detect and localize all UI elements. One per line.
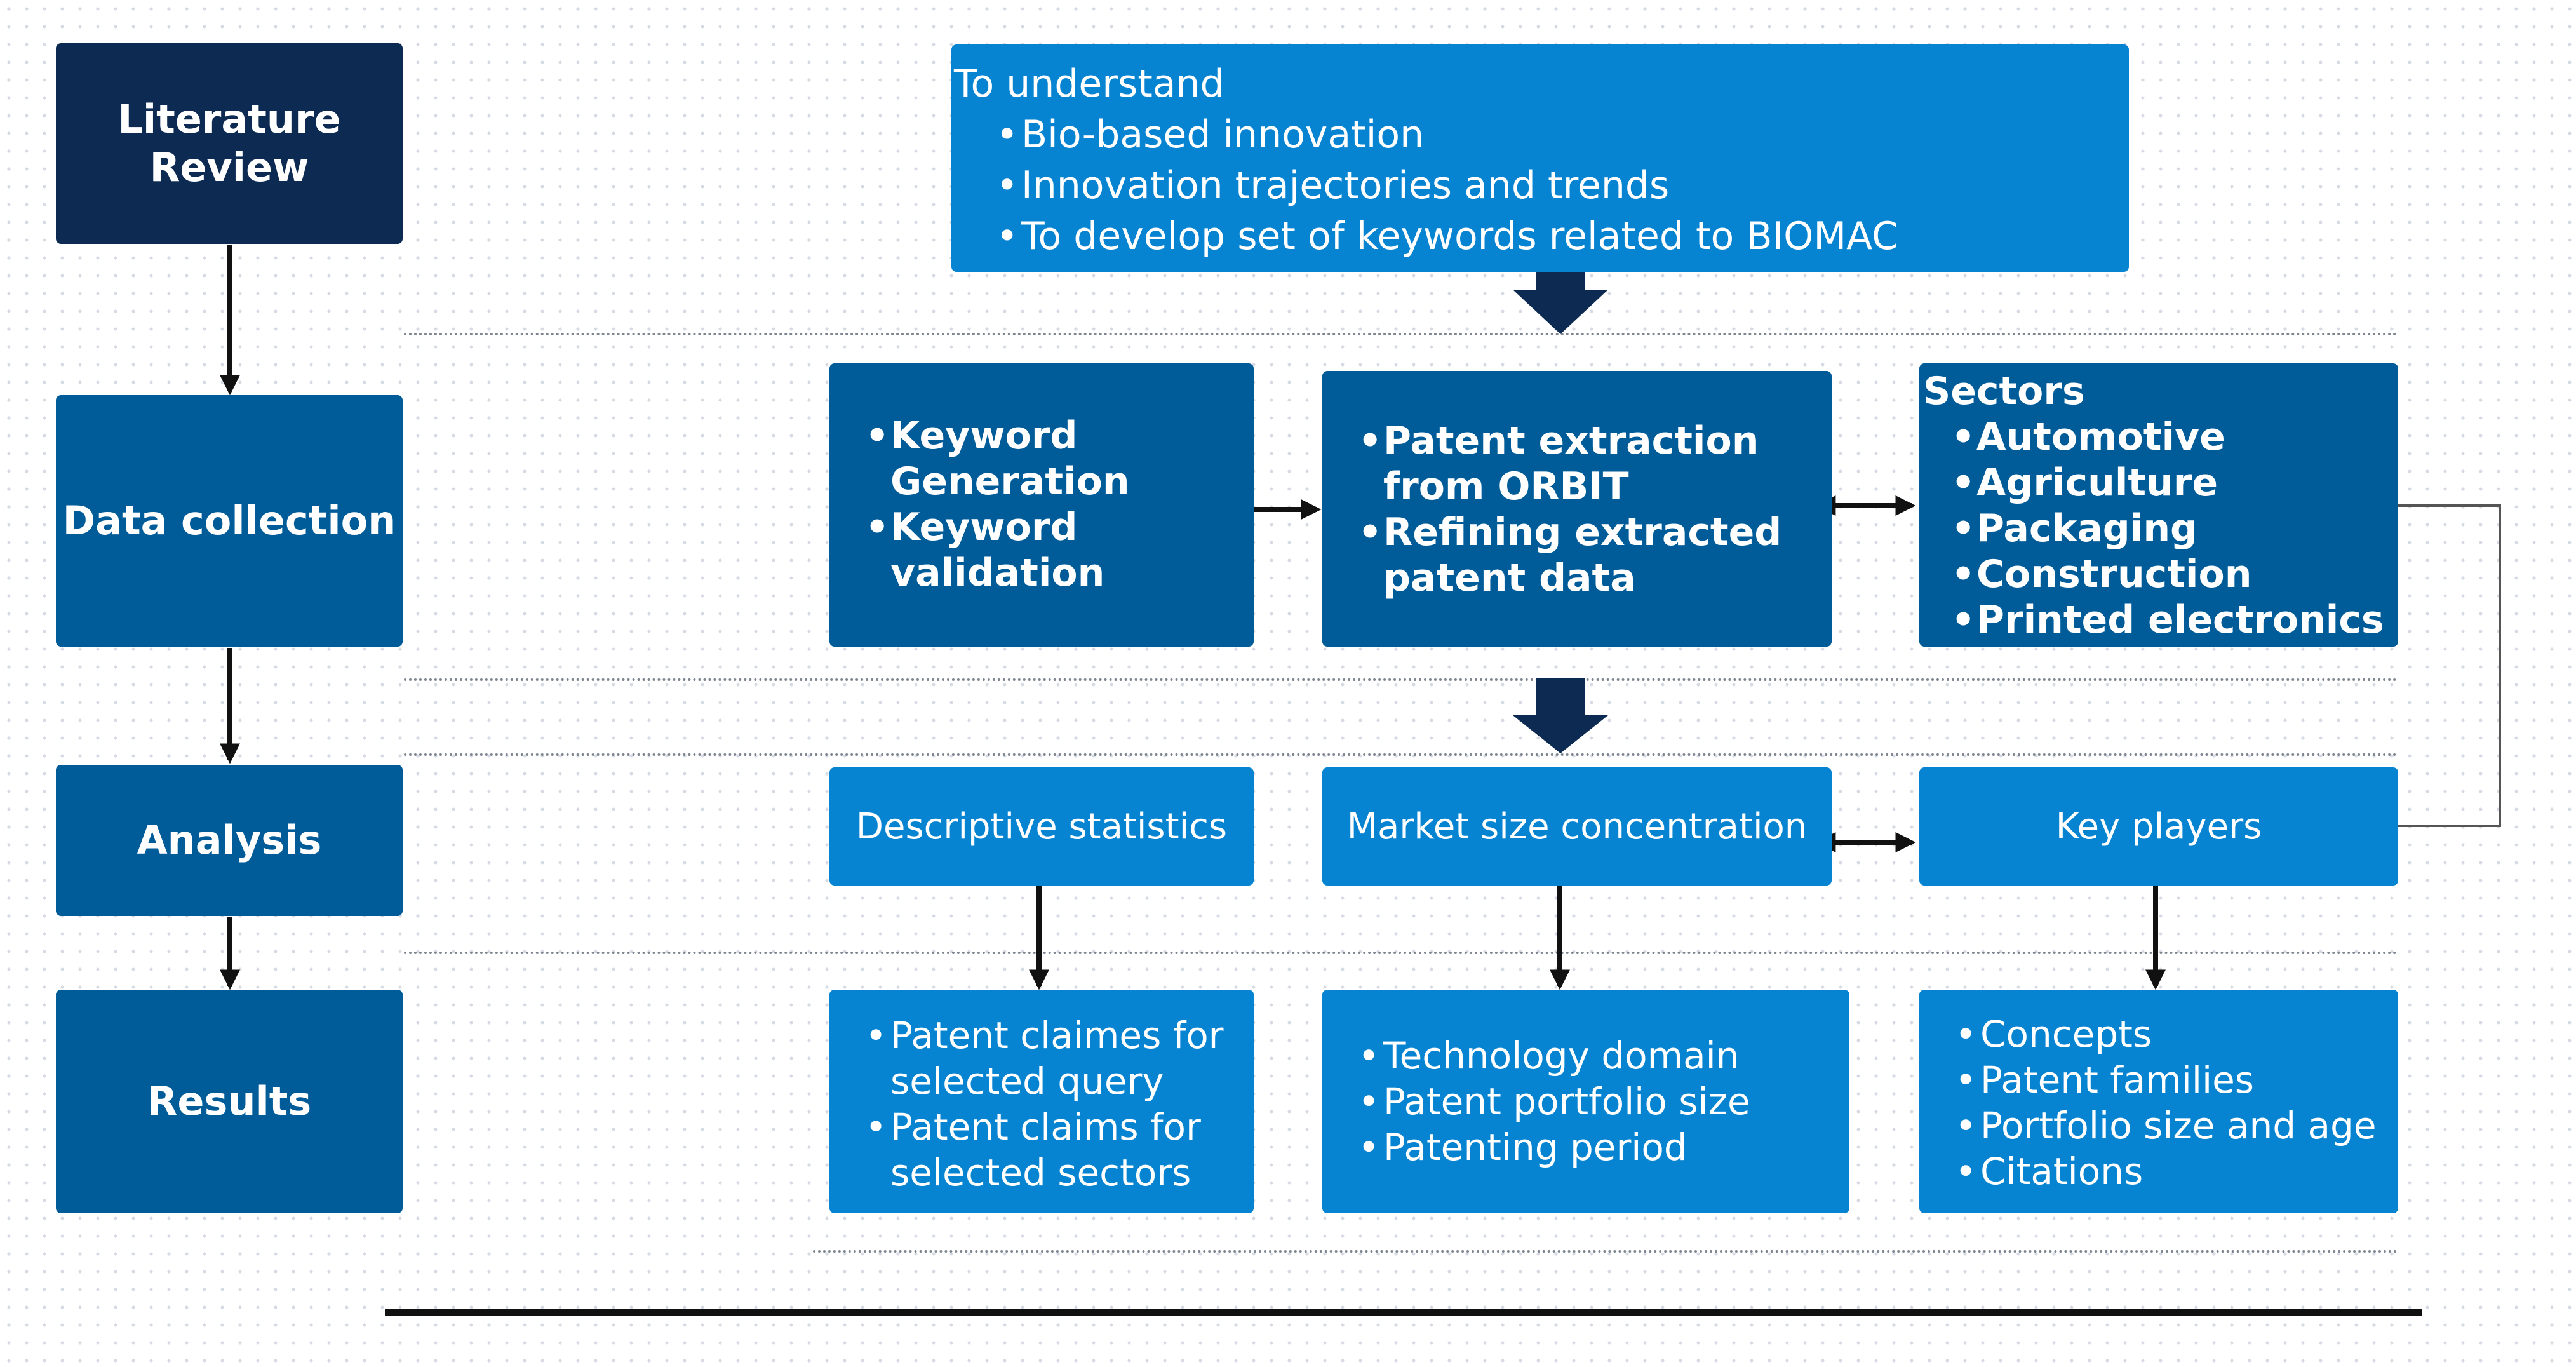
separator-line bbox=[813, 1250, 2398, 1253]
keyword-list: Keyword Generation Keyword validation bbox=[860, 413, 1238, 596]
list-item: Packaging bbox=[1946, 506, 2392, 551]
list-item: Patent portfolio size bbox=[1353, 1079, 1837, 1124]
concepts-box: Concepts Patent families Portfolio size … bbox=[1919, 990, 2398, 1213]
list-item: Keyword validation bbox=[860, 504, 1238, 596]
list-item: Patenting period bbox=[1353, 1124, 1837, 1170]
keyword-box: Keyword Generation Keyword validation bbox=[829, 363, 1254, 647]
technology-list: Technology domain Patent portfolio size … bbox=[1353, 1033, 1837, 1170]
list-item: Patent extraction from ORBIT bbox=[1353, 418, 1816, 509]
list-item: Citations bbox=[1950, 1148, 2392, 1194]
analysis-label: Analysis bbox=[137, 817, 322, 863]
concepts-list: Concepts Patent families Portfolio size … bbox=[1950, 1011, 2392, 1194]
technology-box: Technology domain Patent portfolio size … bbox=[1322, 990, 1849, 1213]
list-item: To develop set of keywords related to BI… bbox=[991, 211, 2129, 262]
separator-line bbox=[404, 333, 2398, 335]
data-collection-stage: Data collection bbox=[56, 395, 403, 647]
patent-extraction-box: Patent extraction from ORBIT Refining ex… bbox=[1322, 371, 1832, 647]
list-item: Technology domain bbox=[1353, 1033, 1837, 1079]
list-item: Patent claims for selected sectors bbox=[860, 1104, 1241, 1195]
literature-review-stage: Literature Review bbox=[56, 43, 403, 244]
market-size-label: Market size concentration bbox=[1346, 805, 1808, 847]
analysis-stage: Analysis bbox=[56, 765, 403, 916]
list-item: Automotive bbox=[1946, 414, 2392, 460]
understand-list: Bio-based innovation Innovation trajecto… bbox=[991, 109, 2129, 262]
market-size-box: Market size concentration bbox=[1322, 767, 1832, 886]
separator-line bbox=[404, 952, 2398, 954]
understand-heading: To understand bbox=[954, 62, 1224, 106]
list-item: Construction bbox=[1946, 551, 2392, 597]
results-stage: Results bbox=[56, 990, 403, 1213]
sectors-box: Sectors Automotive Agriculture Packaging… bbox=[1919, 363, 2398, 647]
descriptive-statistics-box: Descriptive statistics bbox=[829, 767, 1254, 886]
list-item: Patent claimes for selected query bbox=[860, 1013, 1241, 1104]
bottom-rule bbox=[385, 1309, 2422, 1316]
list-item: Innovation trajectories and trends bbox=[991, 160, 2129, 211]
sectors-list: Automotive Agriculture Packaging Constru… bbox=[1946, 414, 2392, 643]
understand-box: To understand Bio-based innovation Innov… bbox=[951, 44, 2129, 272]
literature-review-label: Literature Review bbox=[117, 96, 341, 191]
list-item: Patent families bbox=[1950, 1057, 2392, 1103]
list-item: Portfolio size and age bbox=[1950, 1103, 2392, 1148]
separator-line bbox=[404, 678, 2398, 681]
list-item: Refining extracted patent data bbox=[1353, 509, 1816, 601]
separator-line bbox=[404, 753, 2398, 756]
key-players-box: Key players bbox=[1919, 767, 2398, 886]
block-arrow-collection-to-analysis bbox=[1513, 678, 1608, 753]
sectors-heading: Sectors bbox=[1923, 369, 2085, 414]
descriptive-statistics-label: Descriptive statistics bbox=[855, 805, 1228, 847]
list-item: Concepts bbox=[1950, 1011, 2392, 1057]
list-item: Bio-based innovation bbox=[991, 109, 2129, 160]
patent-claims-box: Patent claimes for selected query Patent… bbox=[829, 990, 1254, 1213]
results-label: Results bbox=[147, 1078, 312, 1124]
list-item: Agriculture bbox=[1946, 460, 2392, 506]
list-item: Printed electronics bbox=[1946, 597, 2392, 643]
bracket-sectors-to-players bbox=[2398, 504, 2501, 827]
key-players-label: Key players bbox=[2055, 805, 2262, 847]
patent-extraction-list: Patent extraction from ORBIT Refining ex… bbox=[1353, 418, 1816, 601]
patent-claims-list: Patent claimes for selected query Patent… bbox=[860, 1013, 1241, 1195]
data-collection-label: Data collection bbox=[62, 497, 396, 544]
list-item: Keyword Generation bbox=[860, 413, 1238, 504]
